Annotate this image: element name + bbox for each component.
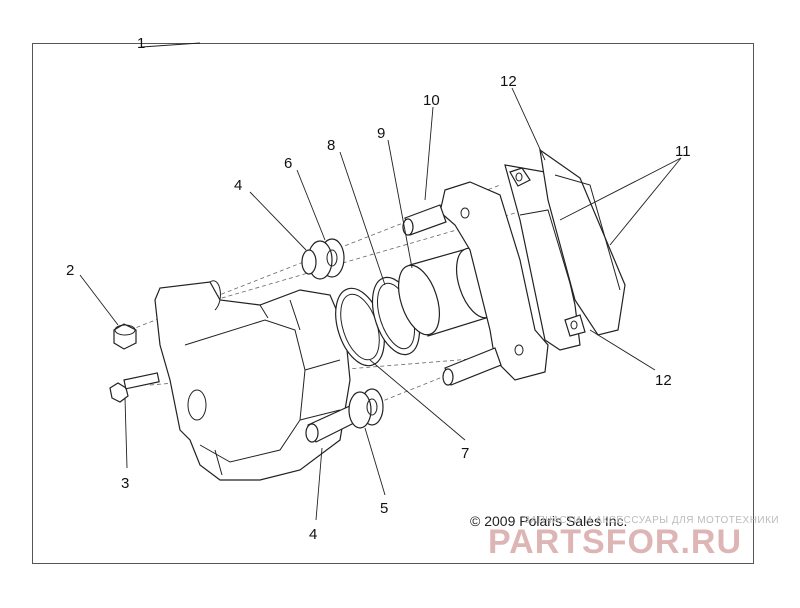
caliper-bracket <box>402 181 549 386</box>
brake-pads <box>504 148 626 351</box>
callout-12-upper: 12 <box>500 73 517 90</box>
callout-3: 3 <box>121 475 129 492</box>
bleeder-screw <box>109 372 160 403</box>
callout-4-lower: 4 <box>309 526 317 543</box>
leader-lines <box>79 42 682 521</box>
callout-1: 1 <box>137 35 145 52</box>
watermark-logo: PARTSFOR.RU <box>488 523 743 561</box>
callout-5: 5 <box>380 500 388 517</box>
pin-boot-upper <box>301 238 345 280</box>
callout-9: 9 <box>377 125 385 142</box>
callout-10: 10 <box>423 92 440 109</box>
callout-6: 6 <box>284 155 292 172</box>
pin-boot-lower <box>348 388 384 429</box>
caliper-body <box>154 280 351 481</box>
bleed-cap <box>113 323 137 350</box>
watermark-tagline: ЗАПЧАСТИ И АКСЕССУАРЫ ДЛЯ МОТОТЕХНИКИ <box>524 515 780 526</box>
callout-4-upper: 4 <box>234 177 242 194</box>
callout-12-lower: 12 <box>655 372 672 389</box>
callout-8: 8 <box>327 137 335 154</box>
callout-numbers: 1 2 3 4 4 5 6 7 8 9 10 11 12 12 <box>66 35 691 543</box>
pad-clips <box>509 167 586 337</box>
diagram-frame <box>32 43 754 564</box>
dust-seal <box>335 287 385 367</box>
callout-2: 2 <box>66 262 74 279</box>
callout-11: 11 <box>675 143 691 160</box>
copyright-notice: © 2009 Polaris Sales Inc. <box>470 513 628 529</box>
callout-7: 7 <box>461 445 469 462</box>
